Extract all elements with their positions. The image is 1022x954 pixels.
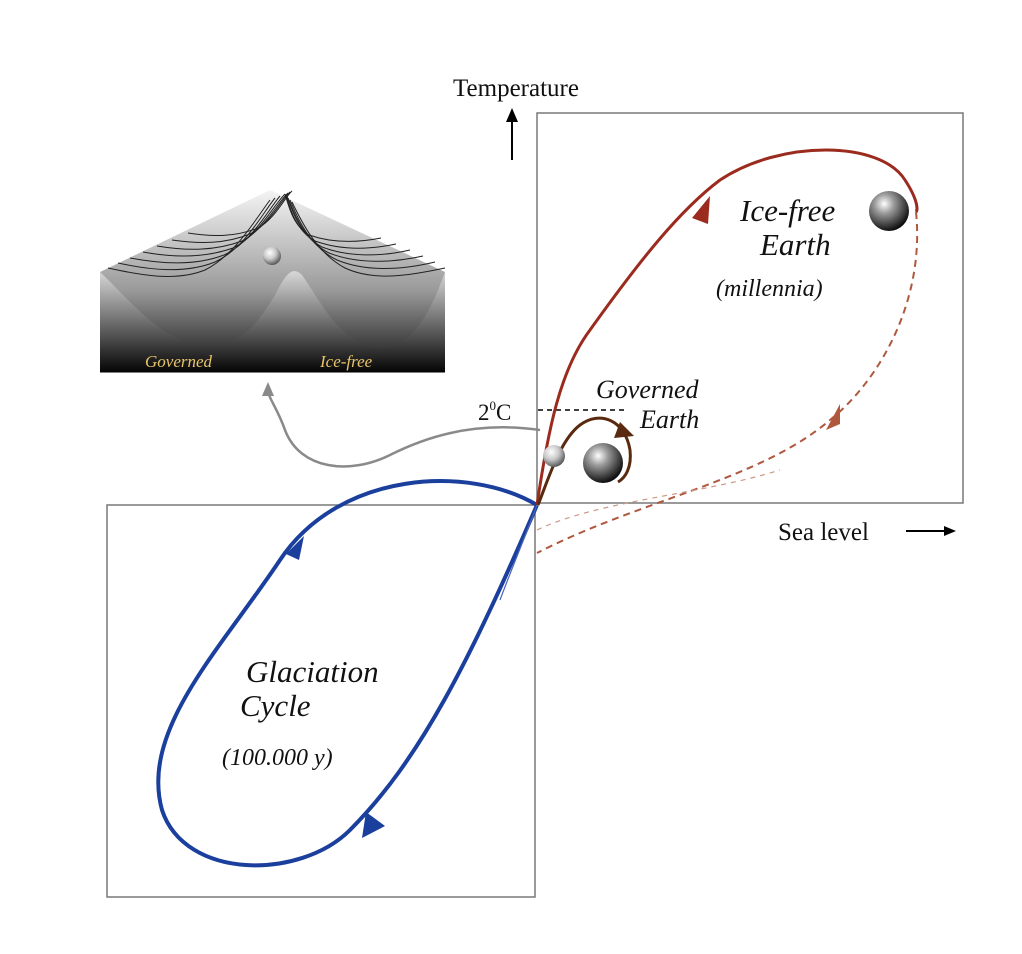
return-dashed-path: [536, 211, 919, 554]
ice-free-path: [535, 148, 919, 506]
svg-text:Earth: Earth: [759, 227, 831, 262]
sea-level-axis-arrow: [906, 526, 956, 536]
upper-right-box: [536, 112, 964, 504]
svg-text:Earth: Earth: [639, 405, 699, 434]
glaciation-arrowhead-up: [286, 536, 304, 560]
ice-free-ball: [869, 191, 909, 231]
threshold-label: 20C: [478, 398, 511, 425]
svg-text:Governed: Governed: [596, 375, 700, 404]
glaciation-cycle-loop: [156, 479, 539, 868]
glaciation-arrowhead-down: [362, 812, 385, 838]
svg-text:Cycle: Cycle: [240, 688, 311, 723]
temperature-axis-label: Temperature: [453, 75, 579, 102]
temperature-axis-arrow: [506, 108, 518, 160]
svg-text:(100.000 y): (100.000 y): [222, 745, 333, 771]
ice-free-earth-label: Ice-free Earth (millennia): [716, 193, 835, 302]
governed-earth-label: Governed Earth: [596, 375, 700, 434]
svg-text:Ice-free: Ice-free: [739, 193, 835, 228]
lower-left-box: [106, 504, 536, 898]
small-ball: [543, 445, 565, 467]
inset-connector: [262, 382, 541, 468]
stability-landscape-inset: Governed Ice-free: [100, 190, 446, 373]
governed-arrowhead: [614, 422, 634, 438]
svg-text:Glaciation: Glaciation: [246, 654, 379, 689]
return-arrowhead: [826, 404, 840, 430]
sea-level-axis-label: Sea level: [778, 519, 869, 546]
inset-governed-label: Governed: [145, 352, 213, 371]
svg-text:(millennia): (millennia): [716, 276, 823, 302]
glaciation-cycle-label: Glaciation Cycle (100.000 y): [222, 654, 379, 771]
governed-ball: [583, 443, 623, 483]
inset-ice-free-label: Ice-free: [319, 352, 373, 371]
ice-free-arrowhead: [692, 196, 710, 224]
inset-ball: [263, 247, 281, 265]
